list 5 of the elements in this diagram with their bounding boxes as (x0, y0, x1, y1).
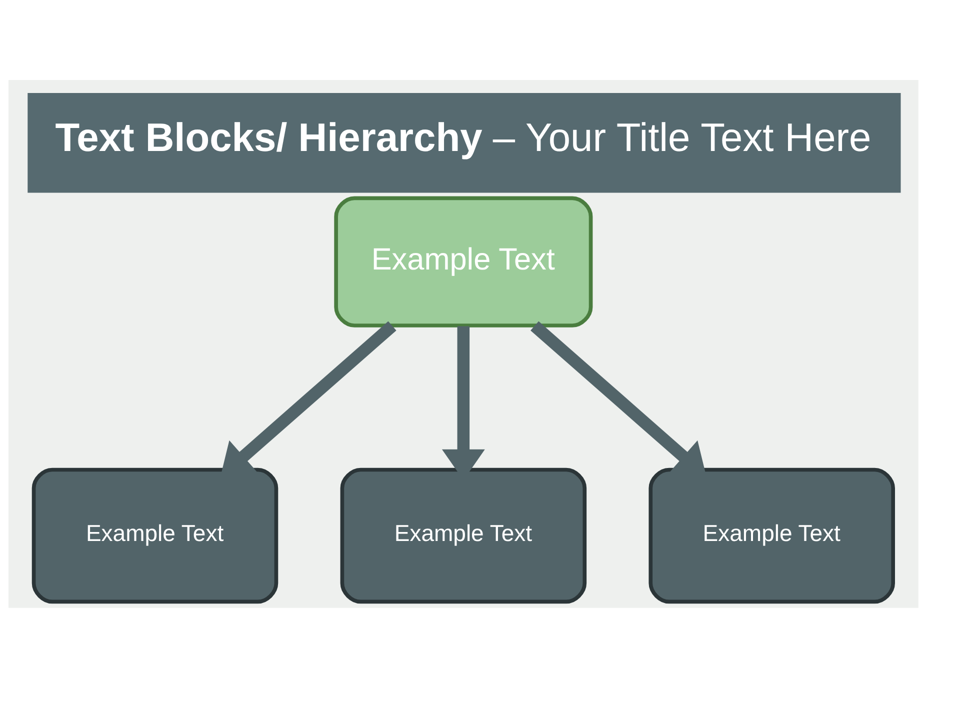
node-box: Example Text (340, 467, 587, 604)
node-box: Example Text (648, 467, 895, 604)
diagram-title: Text Blocks/ Hierarchy – Your Title Text Here (55, 116, 872, 160)
node-box: Example Text (334, 196, 593, 327)
node-box: Example Text (32, 467, 278, 604)
